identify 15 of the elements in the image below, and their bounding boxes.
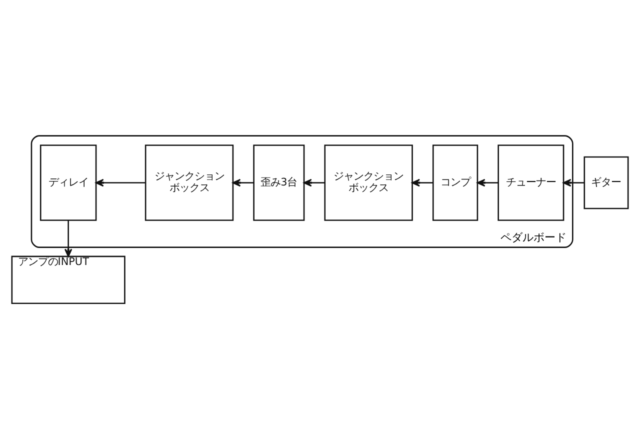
node-box: アンプのINPUT: [11, 255, 126, 304]
node-box: ディレイ: [40, 144, 97, 220]
node-box: ジャンクションボックス: [324, 144, 413, 220]
node-box: コンプ: [432, 144, 478, 220]
arrow: [64, 220, 72, 257]
arrow: [412, 178, 434, 186]
arrow: [562, 178, 584, 186]
node-box: 歪み3台: [253, 144, 305, 220]
node-box: チューナー: [498, 144, 564, 220]
node-box: ギター: [584, 156, 629, 209]
arrow: [95, 178, 146, 186]
arrow: [303, 178, 325, 186]
arrow: [476, 178, 498, 186]
node-box: ジャンクションボックス: [144, 144, 234, 220]
arrow: [232, 178, 254, 186]
